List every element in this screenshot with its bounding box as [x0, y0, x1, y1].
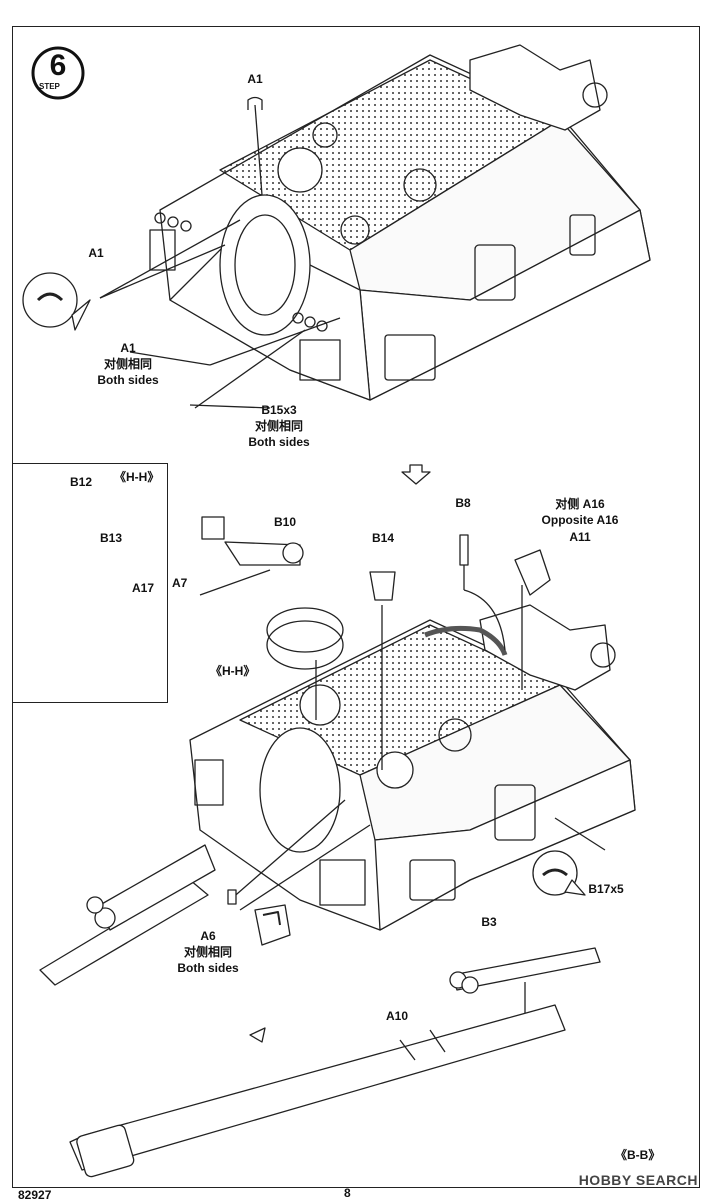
label-hh-sub: 《H-H》 [210, 664, 256, 678]
label-b13: B13 [100, 531, 123, 545]
leaders-top [22, 96, 341, 409]
label-b15: B15x3 [261, 403, 297, 417]
step-badge: 6 STEP [31, 46, 85, 100]
label-b12: B12 [70, 475, 93, 489]
label-a1-top: A1 [247, 72, 263, 86]
hull-bottom-drawing [39, 604, 636, 986]
label-b17: B17x5 [588, 882, 624, 896]
label-a16-en: Opposite A16 [541, 513, 619, 527]
parts-middle [199, 464, 606, 946]
label-b3: B3 [481, 915, 497, 929]
label-b10: B10 [274, 515, 297, 529]
label-b15-en: Both sides [248, 435, 310, 449]
footer-code: 82927 [18, 1188, 52, 1202]
label-a6: A6 [200, 929, 216, 943]
step-word: STEP [39, 82, 60, 91]
step-circle-icon [31, 46, 85, 100]
label-b8: B8 [455, 496, 471, 510]
label-b14: B14 [371, 531, 395, 545]
label-both-sides-en: Both sides [97, 373, 159, 387]
label-bb-title: 《B-B》 [615, 1148, 661, 1162]
label-a6-cn: 对侧相同 [183, 945, 233, 959]
label-a11: A11 [569, 530, 591, 544]
label-a7: A7 [172, 576, 188, 590]
step-number: 6 [49, 49, 67, 82]
footer-logo: HOBBY SEARCH [578, 1172, 698, 1188]
page-number: 8 [344, 1186, 351, 1200]
label-a10: A10 [385, 1009, 409, 1023]
label-a1-bottom: A1 [120, 341, 136, 355]
detail-inset-hh [12, 463, 168, 703]
hull-top-drawing [149, 44, 651, 401]
label-a6-en: Both sides [177, 961, 239, 975]
label-hh-title: 《H-H》 [114, 470, 160, 484]
parts-bottom [69, 947, 601, 1178]
label-both-sides-cn: 对侧相同 [103, 357, 153, 371]
label-a17: A17 [132, 581, 155, 595]
label-a1-left: A1 [88, 246, 104, 260]
label-b15-cn: 对侧相同 [254, 419, 304, 433]
label-a16-cn: 对侧 A16 [555, 497, 605, 511]
